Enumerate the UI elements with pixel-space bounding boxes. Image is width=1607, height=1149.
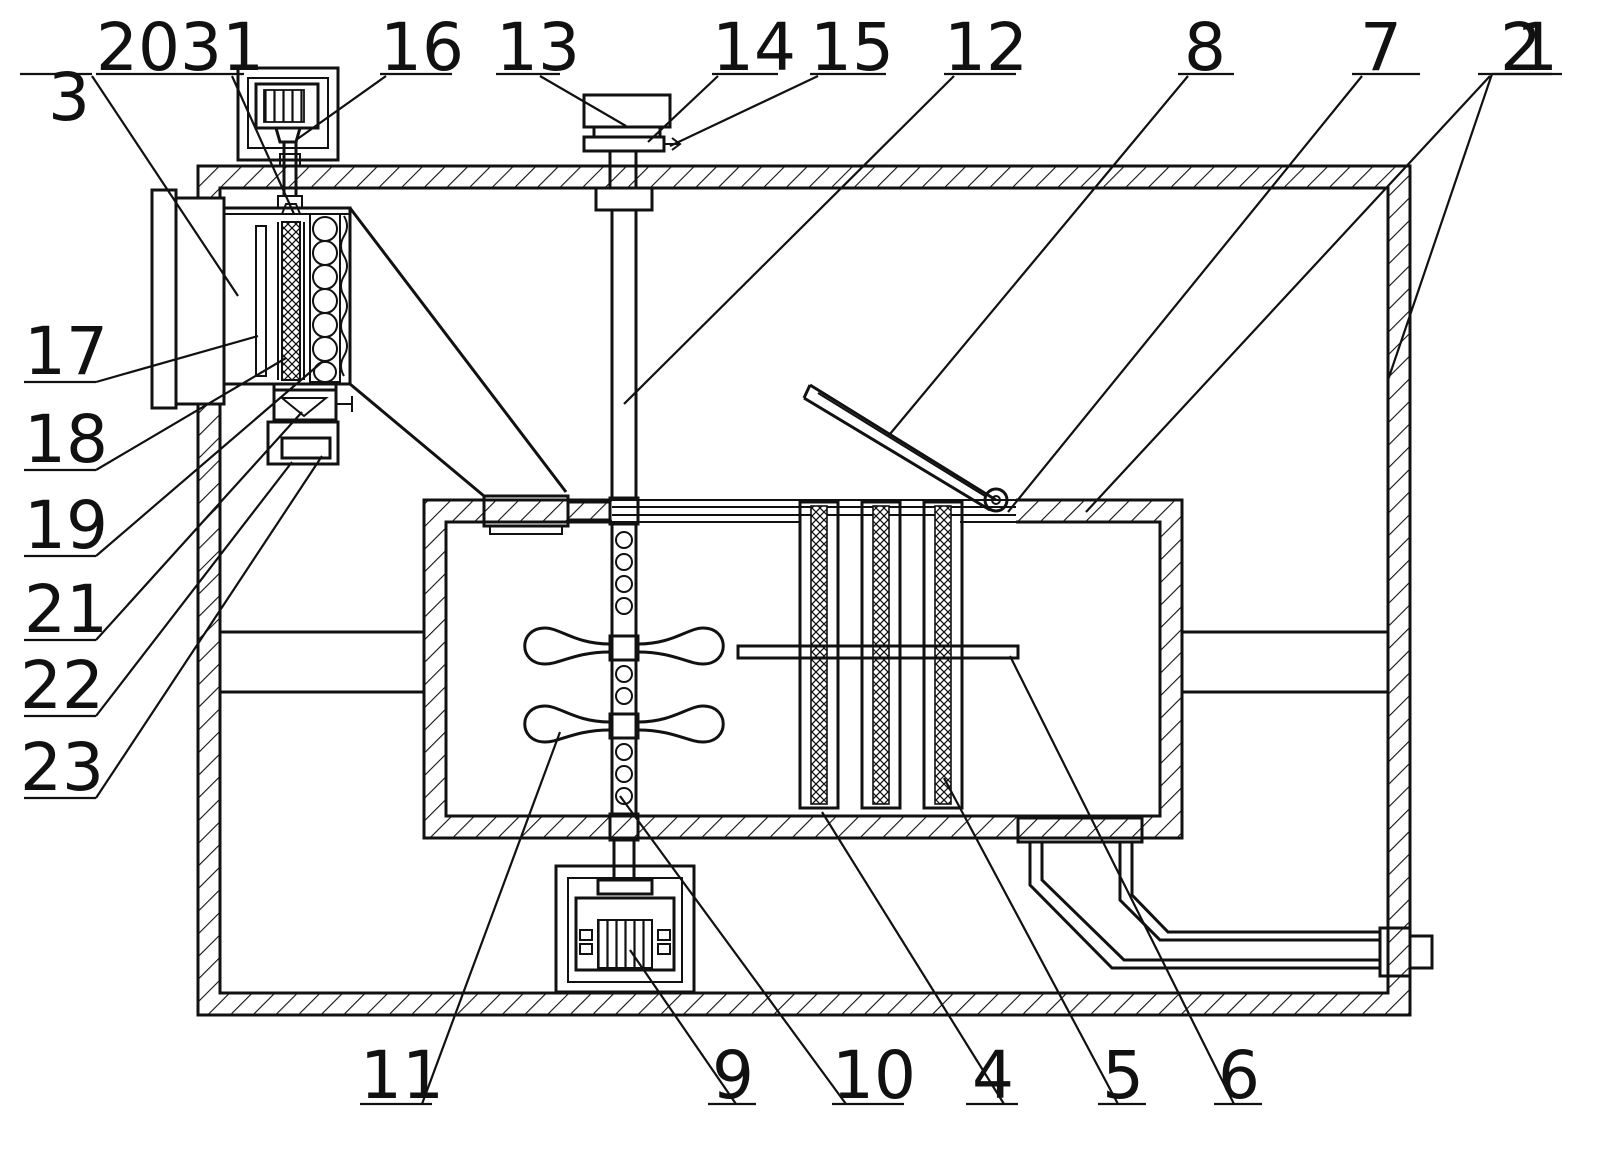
left-filter-unit [150, 66, 568, 498]
label-1: 1 [1516, 9, 1558, 86]
outlet-pipes [1016, 816, 1434, 978]
label-12: 12 [944, 9, 1028, 86]
bottom-motor [554, 864, 696, 994]
label-18: 18 [24, 401, 108, 478]
hinged-lid [802, 383, 1009, 513]
support-beams [220, 630, 1388, 694]
label-2: 2 [1500, 9, 1542, 86]
label-3: 3 [48, 59, 90, 136]
label-22: 22 [20, 647, 104, 724]
label-14: 14 [712, 9, 796, 86]
label-4: 4 [972, 1037, 1014, 1114]
top-hopper [582, 93, 682, 212]
filter-columns [798, 500, 964, 810]
label-23: 23 [20, 729, 104, 806]
guide-bar [736, 644, 1020, 660]
label-6: 6 [1218, 1037, 1260, 1114]
label-5: 5 [1102, 1037, 1144, 1114]
label-9: 9 [712, 1037, 754, 1114]
label-19: 19 [24, 487, 108, 564]
label-2031: 2031 [96, 9, 264, 86]
label-13: 13 [496, 9, 580, 86]
label-21: 21 [24, 571, 108, 648]
callout-labels: 1 2 3 4 5 6 7 8 9 10 11 12 13 14 15 16 1… [20, 9, 1558, 1114]
label-7: 7 [1360, 9, 1402, 86]
label-15: 15 [810, 9, 894, 86]
side-pipe [482, 494, 610, 535]
stirring-shaft [523, 210, 725, 880]
label-8: 8 [1184, 9, 1226, 86]
leader-lines [20, 72, 1562, 1106]
label-17: 17 [24, 313, 108, 390]
inner-tank [422, 498, 1184, 840]
label-16: 16 [380, 9, 464, 86]
label-11: 11 [360, 1037, 444, 1114]
label-10: 10 [832, 1037, 916, 1114]
